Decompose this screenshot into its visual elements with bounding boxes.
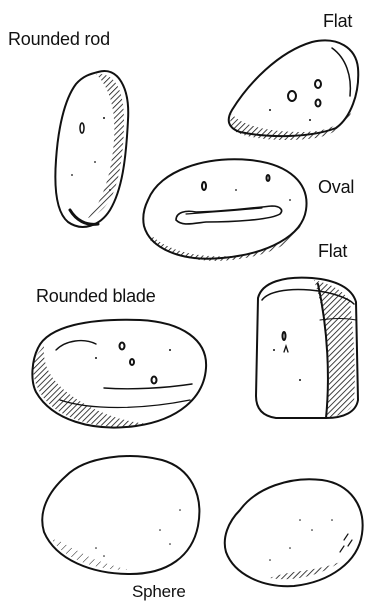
oval-label: Oval — [318, 178, 354, 196]
sphere-pebble-right — [225, 479, 363, 586]
flat-top-label: Flat — [323, 12, 352, 30]
sphere-label: Sphere — [132, 583, 186, 600]
sphere-pebble-left — [42, 456, 199, 574]
rounded-blade-pebble — [32, 320, 206, 428]
flat-top-pebble — [229, 40, 359, 140]
flat-side-pebble — [256, 278, 358, 418]
rounded-rod-pebble — [55, 71, 128, 227]
flat-side-label: Flat — [318, 242, 347, 260]
rounded-blade-label: Rounded blade — [36, 287, 156, 305]
oval-pebble — [143, 159, 306, 261]
rounded-rod-label: Rounded rod — [8, 30, 110, 48]
